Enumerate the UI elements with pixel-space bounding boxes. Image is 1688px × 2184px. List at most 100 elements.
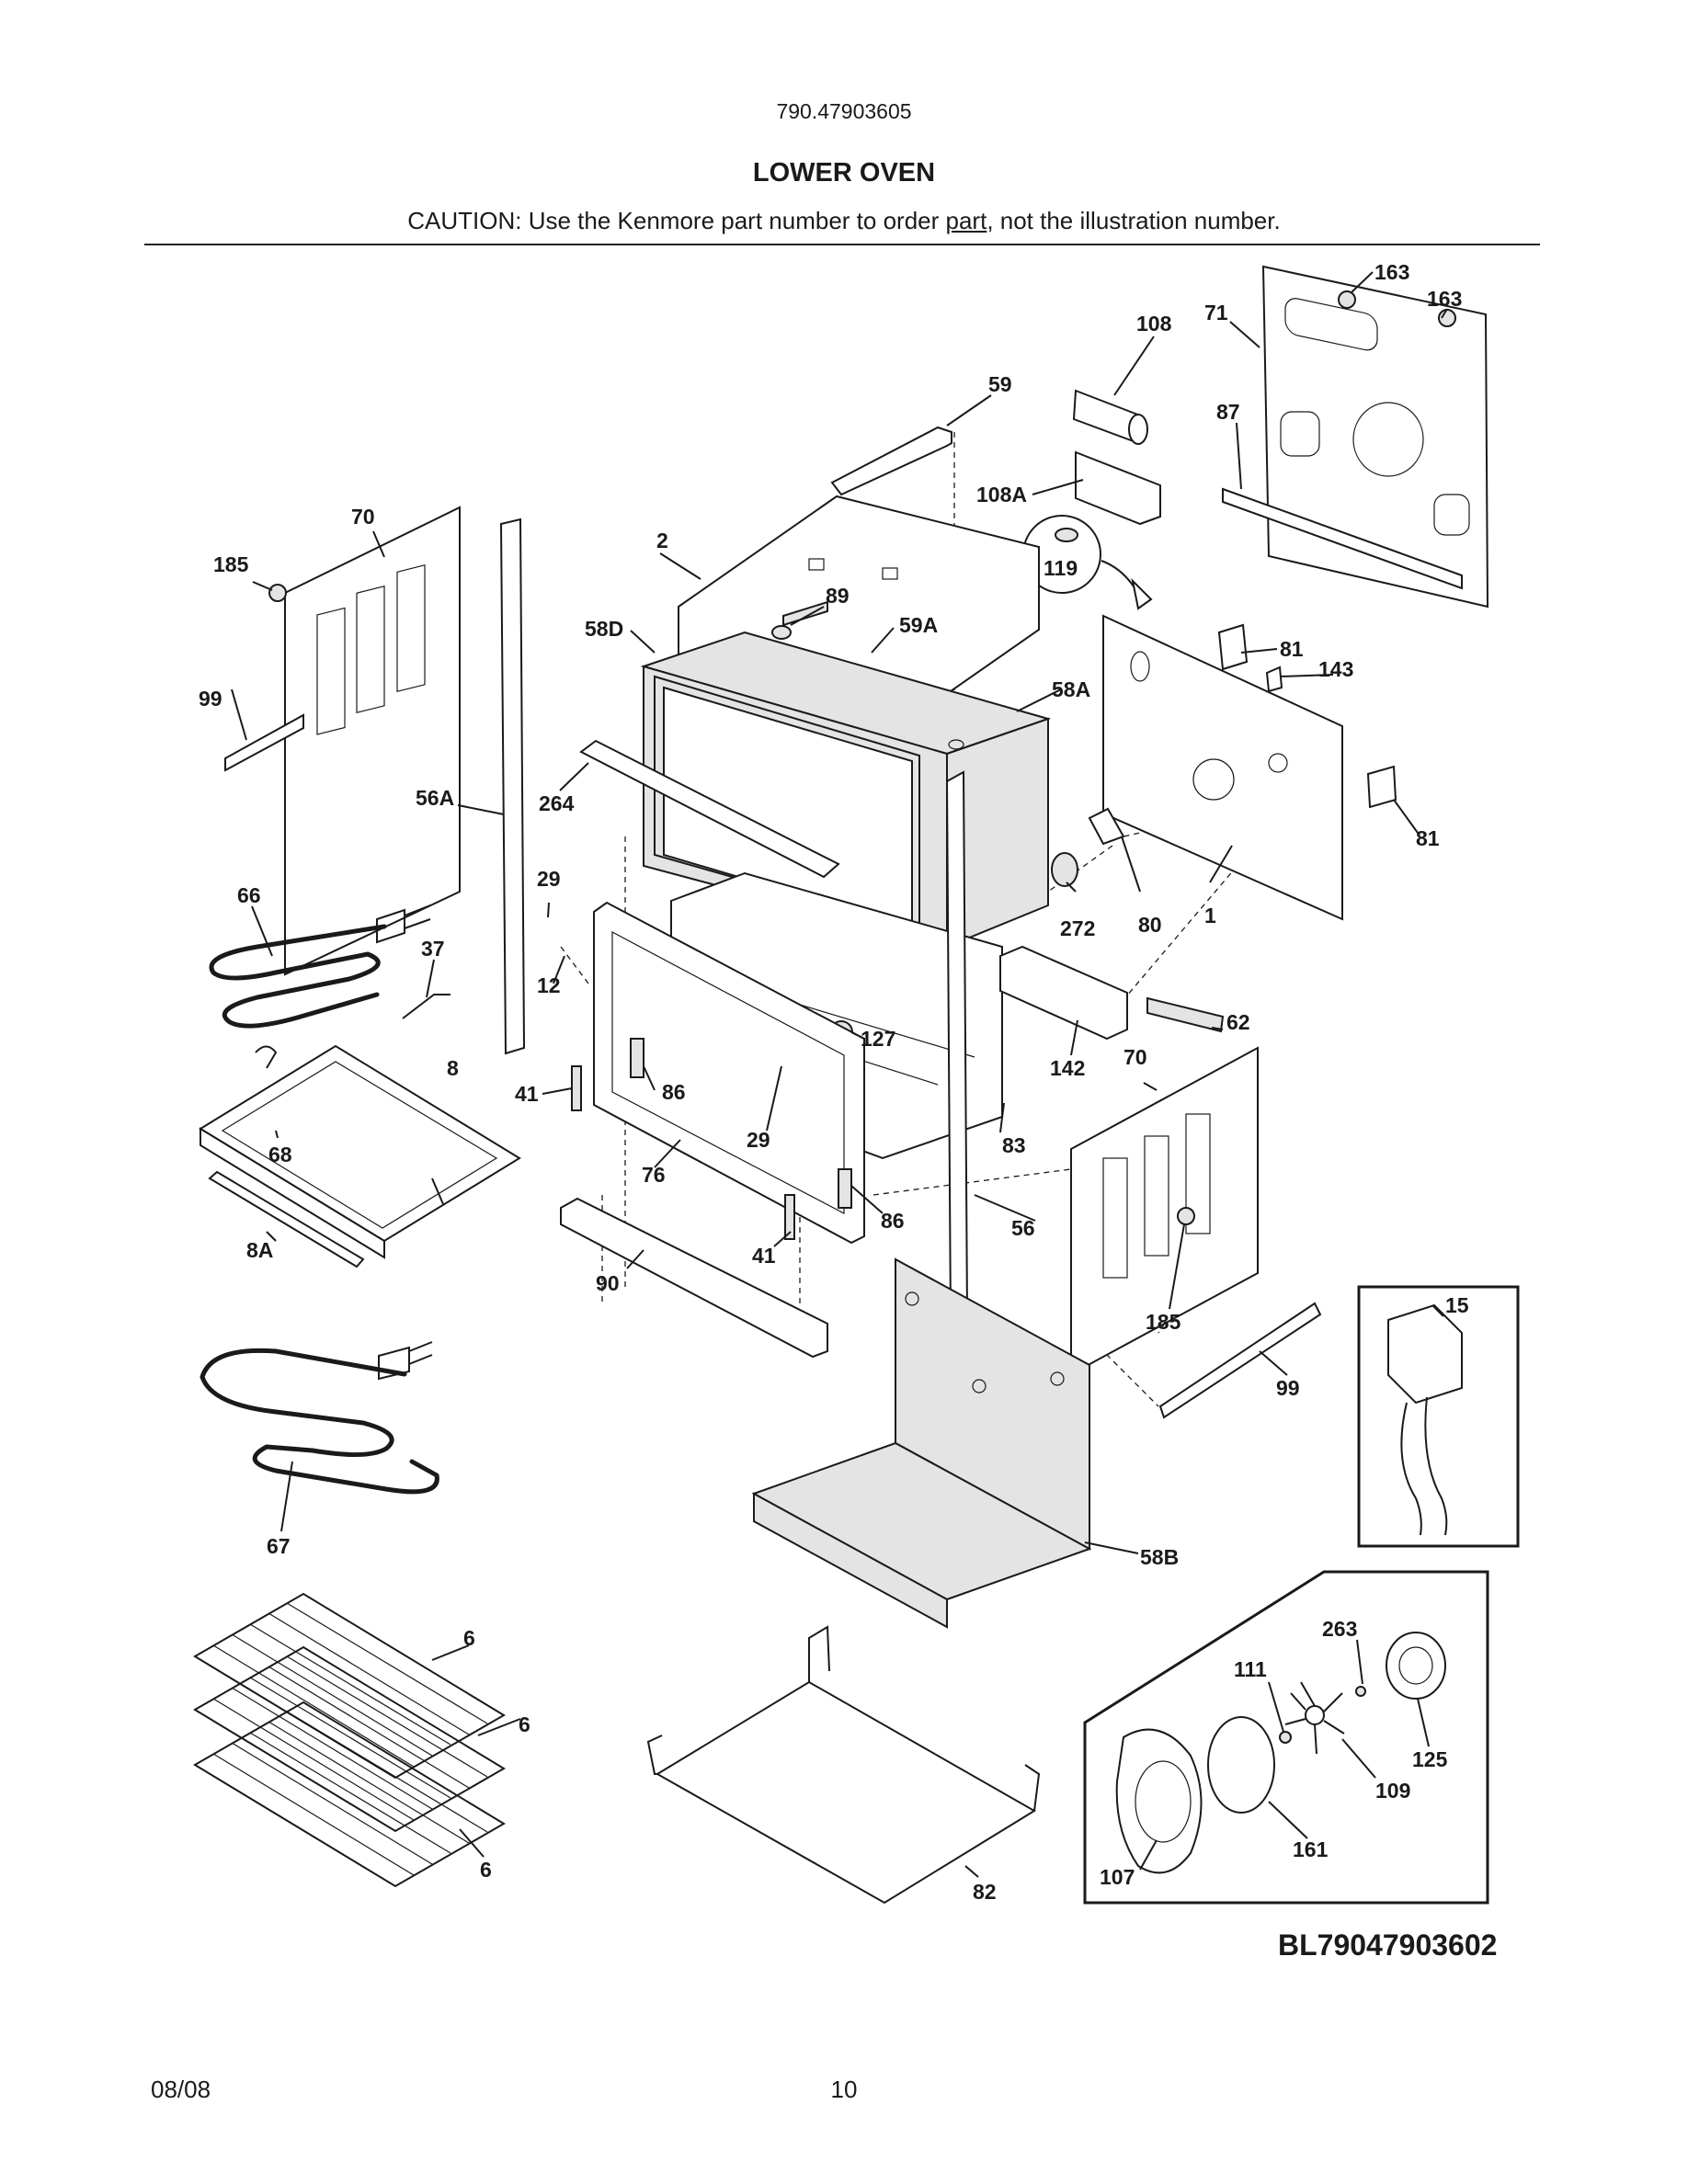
caution-text-end: , not the illustration number.	[987, 207, 1281, 234]
callout-29a: 29	[537, 867, 561, 891]
part-56A-side-rail	[499, 518, 526, 1055]
part-163-nut-a	[1338, 290, 1356, 309]
callout-108: 108	[1136, 312, 1172, 336]
part-80-bracket	[1088, 807, 1125, 846]
callout-66: 66	[237, 883, 261, 907]
convection-kit-inset-box	[1083, 1570, 1489, 1905]
part-163-nut-b	[1438, 309, 1456, 327]
part-15-control	[1387, 1303, 1463, 1536]
part-161-convection-element	[1207, 1716, 1275, 1814]
part-272-insulator	[1051, 852, 1078, 887]
part-71-rear-panel	[1261, 265, 1489, 609]
callout-82: 82	[973, 1880, 997, 1904]
part-56-side-rail	[945, 770, 969, 1324]
part-70-side-panel-right	[1070, 1046, 1259, 1376]
callout-99b: 99	[1276, 1376, 1300, 1400]
callout-161: 161	[1293, 1837, 1329, 1861]
callout-15: 15	[1445, 1293, 1469, 1317]
callout-6c: 6	[480, 1858, 492, 1882]
part-68-clip	[255, 1045, 278, 1069]
part-59-tube	[830, 426, 952, 496]
callout-8: 8	[447, 1056, 459, 1080]
callout-163a: 163	[1374, 260, 1409, 284]
callout-142: 142	[1050, 1056, 1085, 1080]
callout-29b: 29	[747, 1128, 770, 1152]
callout-56A: 56A	[416, 786, 454, 810]
page-number: 10	[830, 2076, 858, 2103]
part-86-hinge-b	[838, 1168, 852, 1209]
callout-127: 127	[861, 1027, 895, 1051]
callout-12: 12	[537, 973, 561, 997]
callout-59: 59	[988, 372, 1012, 396]
part-185-grommet-b	[1177, 1207, 1195, 1225]
callout-272: 272	[1060, 916, 1095, 940]
callout-89: 89	[826, 584, 850, 608]
callout-86b: 86	[881, 1209, 905, 1233]
part-263-washer	[1355, 1686, 1366, 1697]
callout-80: 80	[1138, 913, 1162, 937]
part-15-inset-box	[1357, 1285, 1520, 1548]
part-37-sensor	[402, 994, 451, 1019]
callout-58D: 58D	[585, 617, 623, 641]
part-87-bracket	[1222, 487, 1463, 590]
callout-labels: 163 163 71 108 59 87 108A 119 70 185 2 8…	[199, 260, 1469, 1904]
leader-lines	[231, 271, 1448, 1878]
callout-41b: 41	[752, 1244, 776, 1268]
part-67-bake-element	[200, 1341, 439, 1495]
part-86-hinge-a	[630, 1038, 644, 1078]
callout-119: 119	[1044, 556, 1078, 580]
part-90-kick-plate	[560, 1197, 828, 1359]
callout-62: 62	[1226, 1010, 1250, 1034]
callout-41a: 41	[515, 1082, 539, 1106]
part-62-terminal-block	[1146, 996, 1225, 1033]
part-81-bracket-b	[1366, 765, 1397, 809]
callout-109: 109	[1375, 1779, 1410, 1803]
callout-37: 37	[421, 937, 445, 961]
part-41-bracket-a	[571, 1065, 582, 1111]
callout-264: 264	[539, 791, 575, 815]
part-58B-base	[751, 1257, 1092, 1629]
callout-90: 90	[596, 1271, 620, 1295]
callout-1: 1	[1204, 904, 1216, 927]
part-6-oven-racks	[193, 1592, 506, 1888]
part-8A-pan-insert	[208, 1170, 365, 1268]
callout-58B: 58B	[1140, 1545, 1179, 1569]
part-99-rail-left	[224, 713, 304, 772]
callout-58A: 58A	[1052, 677, 1090, 701]
footer-date: 08/08	[151, 2076, 211, 2103]
callout-263: 263	[1322, 1617, 1357, 1641]
callout-185b: 185	[1146, 1310, 1181, 1334]
part-82-bottom-tray	[646, 1625, 1041, 1905]
caution-underlined-word: part	[945, 207, 987, 234]
callout-81b: 81	[1416, 826, 1440, 850]
callout-163b: 163	[1427, 287, 1462, 311]
part-185-grommet-a	[268, 584, 287, 602]
caution-note: CAUTION: Use the Kenmore part number to …	[0, 207, 1688, 235]
callout-6a: 6	[463, 1626, 475, 1650]
callout-2: 2	[656, 529, 668, 552]
part-1-back-panel	[1102, 614, 1343, 921]
callout-70a: 70	[351, 505, 375, 529]
callout-107: 107	[1100, 1865, 1135, 1889]
part-58A-oven-wrapper	[640, 631, 1052, 949]
callout-70b: 70	[1123, 1045, 1147, 1069]
part-81-bracket-a	[1217, 623, 1249, 671]
callout-99a: 99	[199, 687, 222, 711]
callout-125: 125	[1412, 1747, 1448, 1771]
callout-108A: 108A	[976, 483, 1027, 506]
callout-83: 83	[1002, 1133, 1026, 1157]
part-111-nut	[1279, 1731, 1292, 1744]
callout-87: 87	[1216, 400, 1240, 424]
callout-59A: 59A	[899, 613, 938, 637]
callout-68: 68	[268, 1143, 292, 1166]
part-99-rail-right	[1158, 1302, 1322, 1419]
part-119-thermostat-callout	[1022, 515, 1153, 610]
part-109-fan-blade	[1284, 1681, 1345, 1755]
part-76-door-liner	[593, 901, 865, 1245]
part-108A-bracket	[1075, 450, 1161, 526]
callout-56: 56	[1011, 1216, 1035, 1240]
part-107-fan-cover	[1115, 1728, 1203, 1874]
part-8-broil-pan	[199, 1044, 521, 1259]
callout-185a: 185	[213, 552, 249, 576]
callout-143: 143	[1318, 657, 1353, 681]
